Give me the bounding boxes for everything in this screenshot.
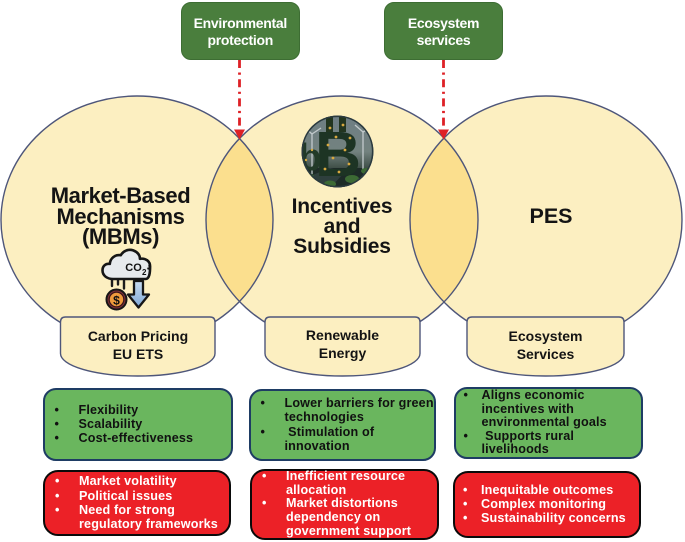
svg-text:2: 2 — [142, 268, 147, 277]
svg-text:CO: CO — [125, 262, 142, 274]
svg-text:$: $ — [113, 293, 120, 307]
